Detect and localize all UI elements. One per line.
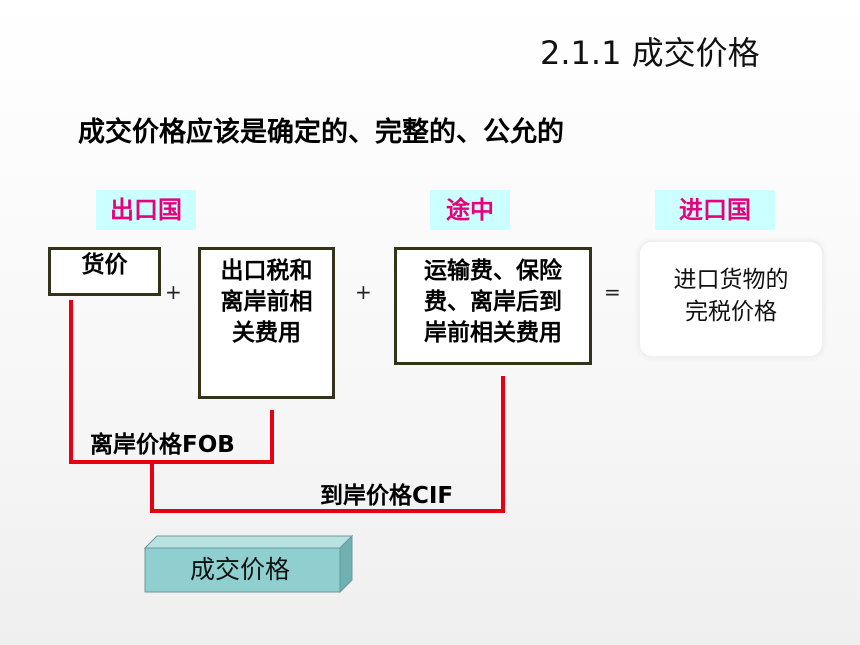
region-export: 出口国: [96, 190, 196, 230]
equals-operator: =: [604, 280, 621, 304]
plus-operator-1: +: [165, 280, 182, 304]
deal-price-label: 成交价格: [189, 555, 290, 584]
cif-label: 到岸价格CIF: [320, 483, 454, 509]
box-export-tax: 出口税和 离岸前相 关费用: [198, 247, 335, 399]
box-dutiable-value: 进口货物的 完税价格: [638, 240, 824, 358]
slide-title: 2.1.1 成交价格: [540, 34, 760, 72]
subtitle: 成交价格应该是确定的、完整的、公允的: [78, 117, 564, 148]
region-import: 进口国: [655, 190, 775, 230]
fob-label: 离岸价格FOB: [90, 432, 235, 458]
box-freight: 运输费、保险 费、离岸后到 岸前相关费用: [394, 247, 592, 365]
cif-bracket-line: [150, 376, 505, 513]
plus-operator-2: +: [355, 280, 372, 304]
region-transit: 途中: [430, 190, 510, 230]
deal-box-top: [143, 535, 354, 549]
box-goods-price: 货价: [48, 247, 161, 296]
deal-box-face: [144, 547, 341, 593]
fob-bracket-line: [69, 300, 274, 464]
